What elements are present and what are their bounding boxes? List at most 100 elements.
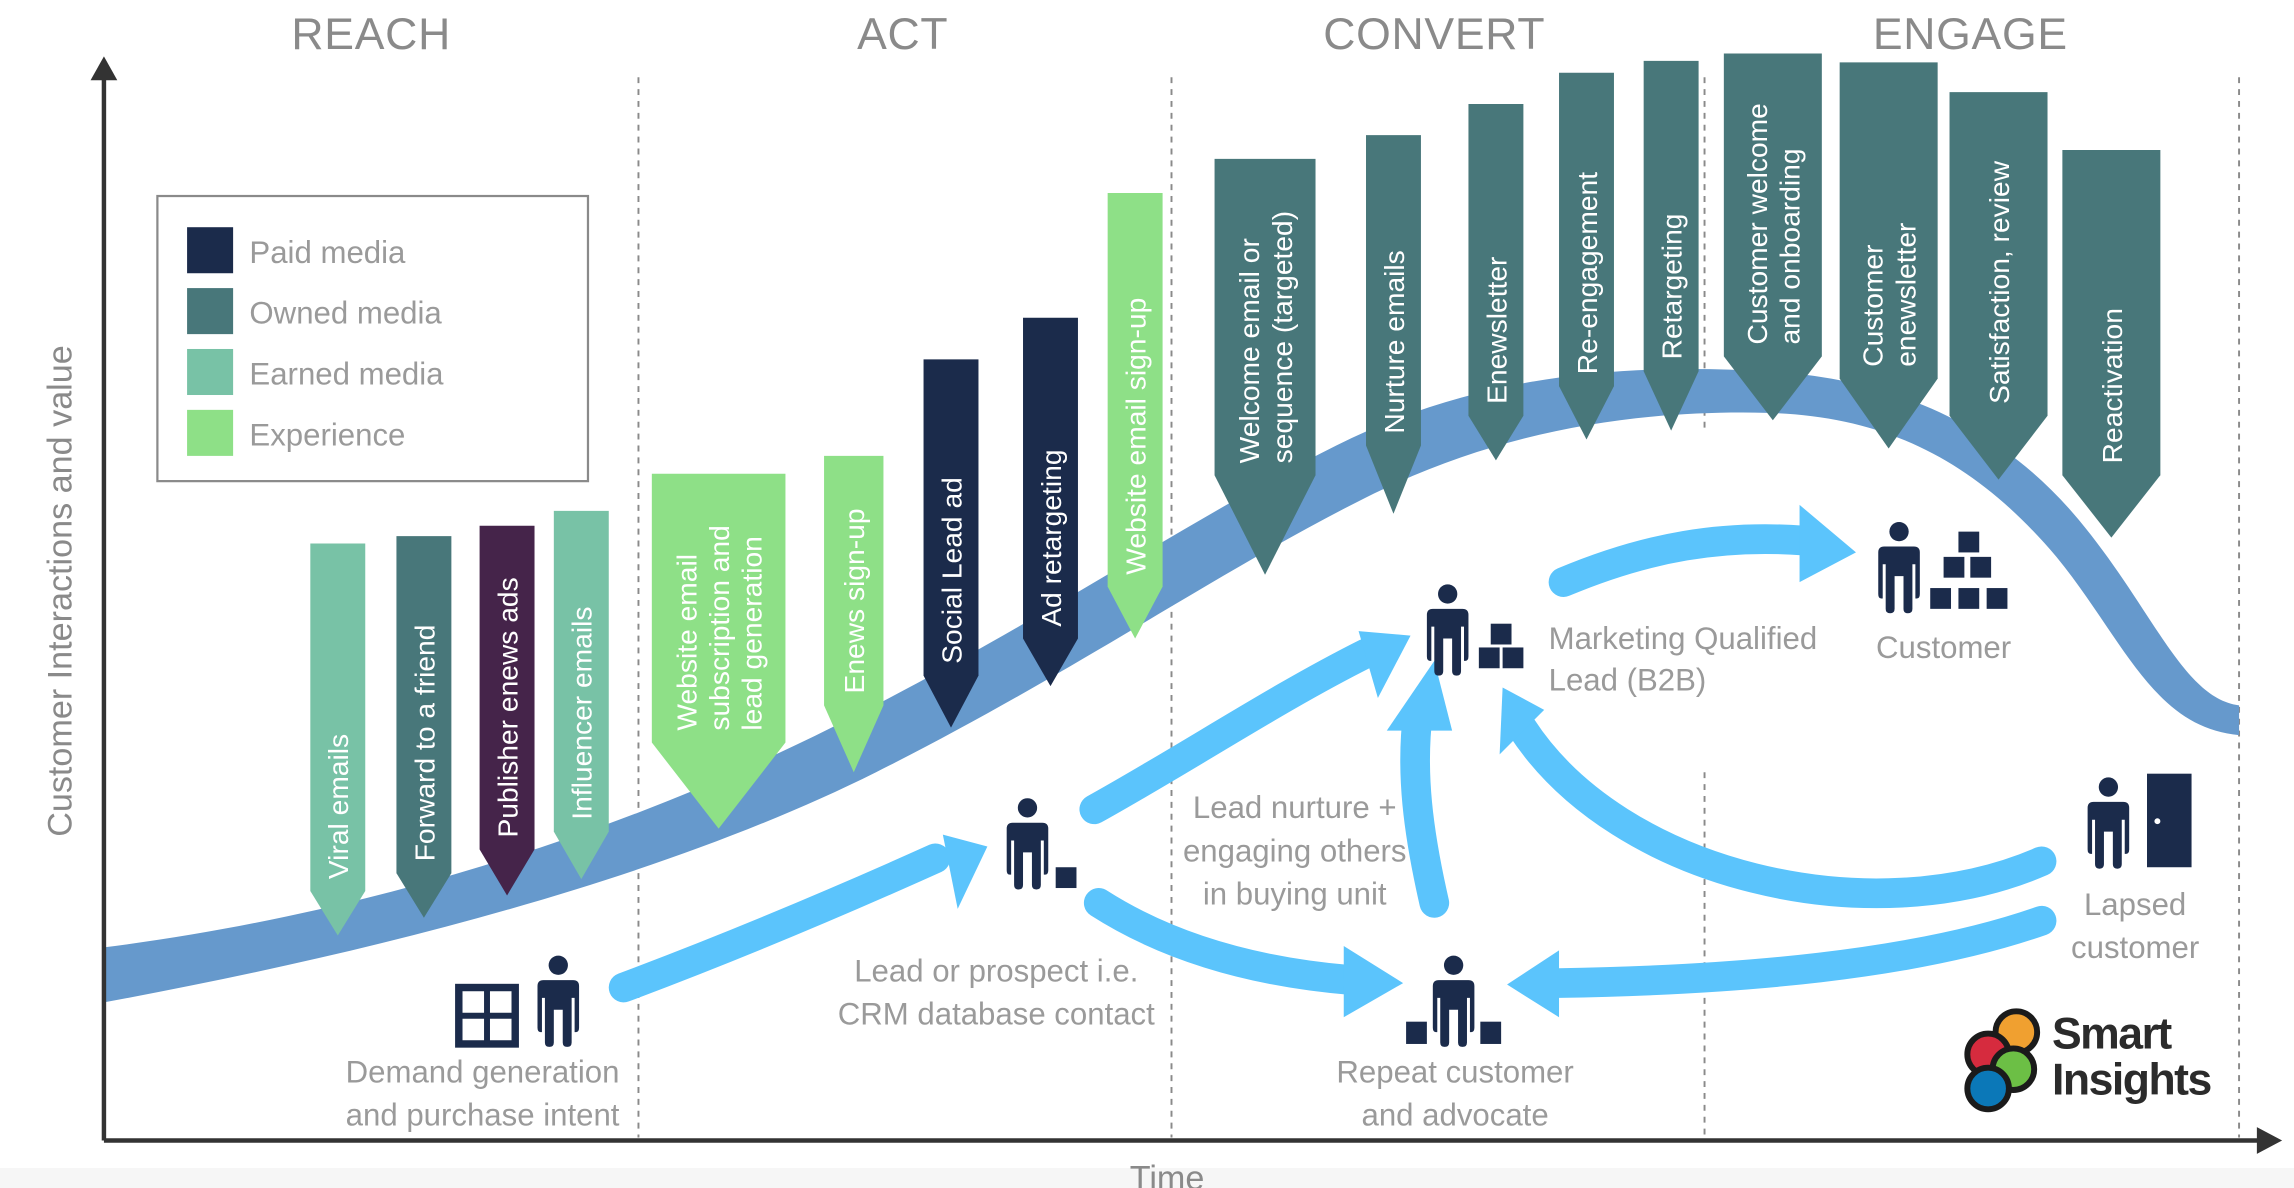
pillar-label: Forward to a friend bbox=[408, 625, 440, 862]
smart-insights-logo[interactable]: Smart Insights bbox=[1964, 1008, 2212, 1113]
arrowhead-demand-to-lead-icon bbox=[942, 834, 988, 909]
person-icon bbox=[1432, 955, 1475, 1047]
pillar-shape-owned bbox=[1214, 158, 1316, 575]
tactic-pillar: Reactivation bbox=[2062, 149, 2161, 538]
heading-reach: REACH bbox=[291, 10, 451, 59]
pillar-label: Publisher enews ads bbox=[491, 577, 523, 837]
pillar-shape-paid bbox=[1023, 317, 1078, 687]
logo-circles-icon bbox=[1964, 1008, 2041, 1113]
box-left-icon bbox=[1406, 1021, 1427, 1044]
x-axis-arrow-icon bbox=[2256, 1127, 2283, 1154]
stage-label-mql-2: Lead (B2B) bbox=[1549, 663, 1707, 698]
person-icon bbox=[1426, 584, 1469, 676]
legend-label-paid: Paid media bbox=[249, 235, 406, 270]
tactic-pillar: Ad retargeting bbox=[1023, 317, 1078, 687]
stage-label-mql-1: Marketing Qualified bbox=[1549, 621, 1818, 656]
box-right-icon bbox=[1480, 1021, 1502, 1044]
pillar-shape-owned bbox=[1723, 53, 1822, 421]
legend-swatch-owned bbox=[187, 288, 234, 335]
arrow-demand-to-lead[interactable] bbox=[608, 843, 951, 1003]
pillar-label: Nurture emails bbox=[1378, 250, 1410, 433]
stage-label-nurture-3: in buying unit bbox=[1203, 876, 1387, 911]
person-icon bbox=[1006, 798, 1049, 890]
stage-label-demand-2: and purchase intent bbox=[346, 1098, 620, 1133]
pillar-label: Customer bbox=[1857, 245, 1889, 367]
pillar-shape-experience bbox=[824, 455, 884, 773]
phase-dividers bbox=[637, 77, 2241, 1138]
box-icon bbox=[1055, 867, 1077, 889]
legend-swatch-experience bbox=[187, 409, 234, 456]
pillar-label: Social Lead ad bbox=[935, 477, 967, 664]
stage-label-lead-1: Lead or prospect i.e. bbox=[854, 954, 1138, 989]
pillar-shape-owned bbox=[1949, 92, 2048, 480]
phase-headings: REACH ACT CONVERT ENGAGE bbox=[291, 10, 2067, 59]
y-axis-arrow-icon bbox=[90, 56, 118, 81]
arrow-lead-to-repeat[interactable] bbox=[1083, 888, 1367, 995]
person-icon bbox=[1878, 521, 1920, 614]
pillar-shape-owned bbox=[1643, 60, 1699, 431]
heading-convert: CONVERT bbox=[1323, 10, 1545, 59]
tactic-pillar: Nurture emails bbox=[1366, 135, 1421, 514]
legend-label-earned: Earned media bbox=[249, 357, 444, 392]
arrow-lead-to-mql[interactable] bbox=[1079, 638, 1381, 825]
stage-label-nurture-1: Lead nurture + bbox=[1193, 790, 1397, 825]
pillar-label: Customer welcome bbox=[1741, 103, 1773, 344]
tactic-pillar: Forward to a friend bbox=[396, 536, 452, 918]
heading-act: ACT bbox=[857, 10, 948, 59]
boxes-icon bbox=[1930, 531, 2008, 609]
stage-label-customer: Customer bbox=[1876, 630, 2011, 665]
stage-label-demand-1: Demand generation bbox=[346, 1055, 620, 1090]
stage-label-nurture-2: engaging others bbox=[1183, 833, 1407, 868]
stage-label-lapsed-1: Lapsed bbox=[2084, 887, 2186, 922]
pillar-label: Enewsletter bbox=[1480, 257, 1512, 404]
stage-repeat: Repeat customer and advocate bbox=[1336, 955, 1574, 1133]
arrow-mql-to-customer[interactable] bbox=[1548, 524, 1819, 597]
stage-mql: Marketing Qualified Lead (B2B) bbox=[1426, 584, 1818, 698]
pillar-label: sequence (targeted) bbox=[1266, 211, 1298, 463]
heading-engage: ENGAGE bbox=[1873, 10, 2068, 59]
pillar-shape-owned bbox=[1468, 103, 1524, 461]
stage-label-lead-2: CRM database contact bbox=[838, 997, 1155, 1032]
stage-label-lapsed-2: customer bbox=[2071, 930, 2199, 965]
tactic-pillar: Enews sign-up bbox=[824, 455, 884, 773]
pillar-shape-owned bbox=[2062, 149, 2161, 538]
person-icon bbox=[2087, 777, 2130, 869]
arrowhead-lead-to-repeat-icon bbox=[1343, 945, 1404, 1018]
pillar-shape-earned bbox=[310, 543, 366, 936]
y-axis-label: Customer Interactions and value bbox=[41, 345, 79, 837]
pillar-label: Welcome email or bbox=[1233, 238, 1265, 463]
arrow-lapsed-to-mql[interactable] bbox=[1507, 712, 2057, 909]
arrow-lapsed-to-repeat[interactable] bbox=[1544, 905, 2057, 998]
pillar-label: subscription and bbox=[703, 525, 735, 730]
stage-demand: Demand generation and purchase intent bbox=[346, 955, 620, 1133]
arrowhead-mql-to-customer-icon bbox=[1799, 504, 1856, 583]
door-icon bbox=[2147, 773, 2192, 868]
stage-nurture: Lead nurture + engaging others in buying… bbox=[1183, 790, 1407, 911]
tactic-pillar: Satisfaction, review bbox=[1949, 92, 2048, 480]
pillar-label: Ad retargeting bbox=[1035, 449, 1067, 626]
tactic-pillar: Re-engagement bbox=[1559, 72, 1614, 440]
boxes-icon bbox=[1478, 623, 1524, 669]
legend-swatch-paid bbox=[187, 227, 234, 274]
logo-text-insights: Insights bbox=[2052, 1055, 2211, 1104]
pillar-shape-publisher bbox=[479, 525, 535, 896]
flow-arrow-heads bbox=[942, 504, 1856, 1018]
stage-lead: Lead or prospect i.e. CRM database conta… bbox=[838, 798, 1155, 1032]
pillar-label: Influencer emails bbox=[566, 607, 598, 820]
customer-value-curve bbox=[103, 368, 2240, 1003]
pillar-shape-owned bbox=[1559, 72, 1614, 440]
pillar-label: Website email bbox=[670, 554, 702, 731]
arrow-repeat-to-mql[interactable] bbox=[1400, 697, 1450, 918]
pillar-label: Satisfaction, review bbox=[1983, 160, 2015, 404]
legend-label-owned: Owned media bbox=[249, 296, 442, 331]
footer-band bbox=[0, 1168, 2294, 1188]
pillar-label: Enews sign-up bbox=[838, 508, 870, 693]
arrowhead-repeat-to-mql-icon bbox=[1386, 660, 1453, 731]
pillar-label: Retargeting bbox=[1656, 214, 1688, 360]
